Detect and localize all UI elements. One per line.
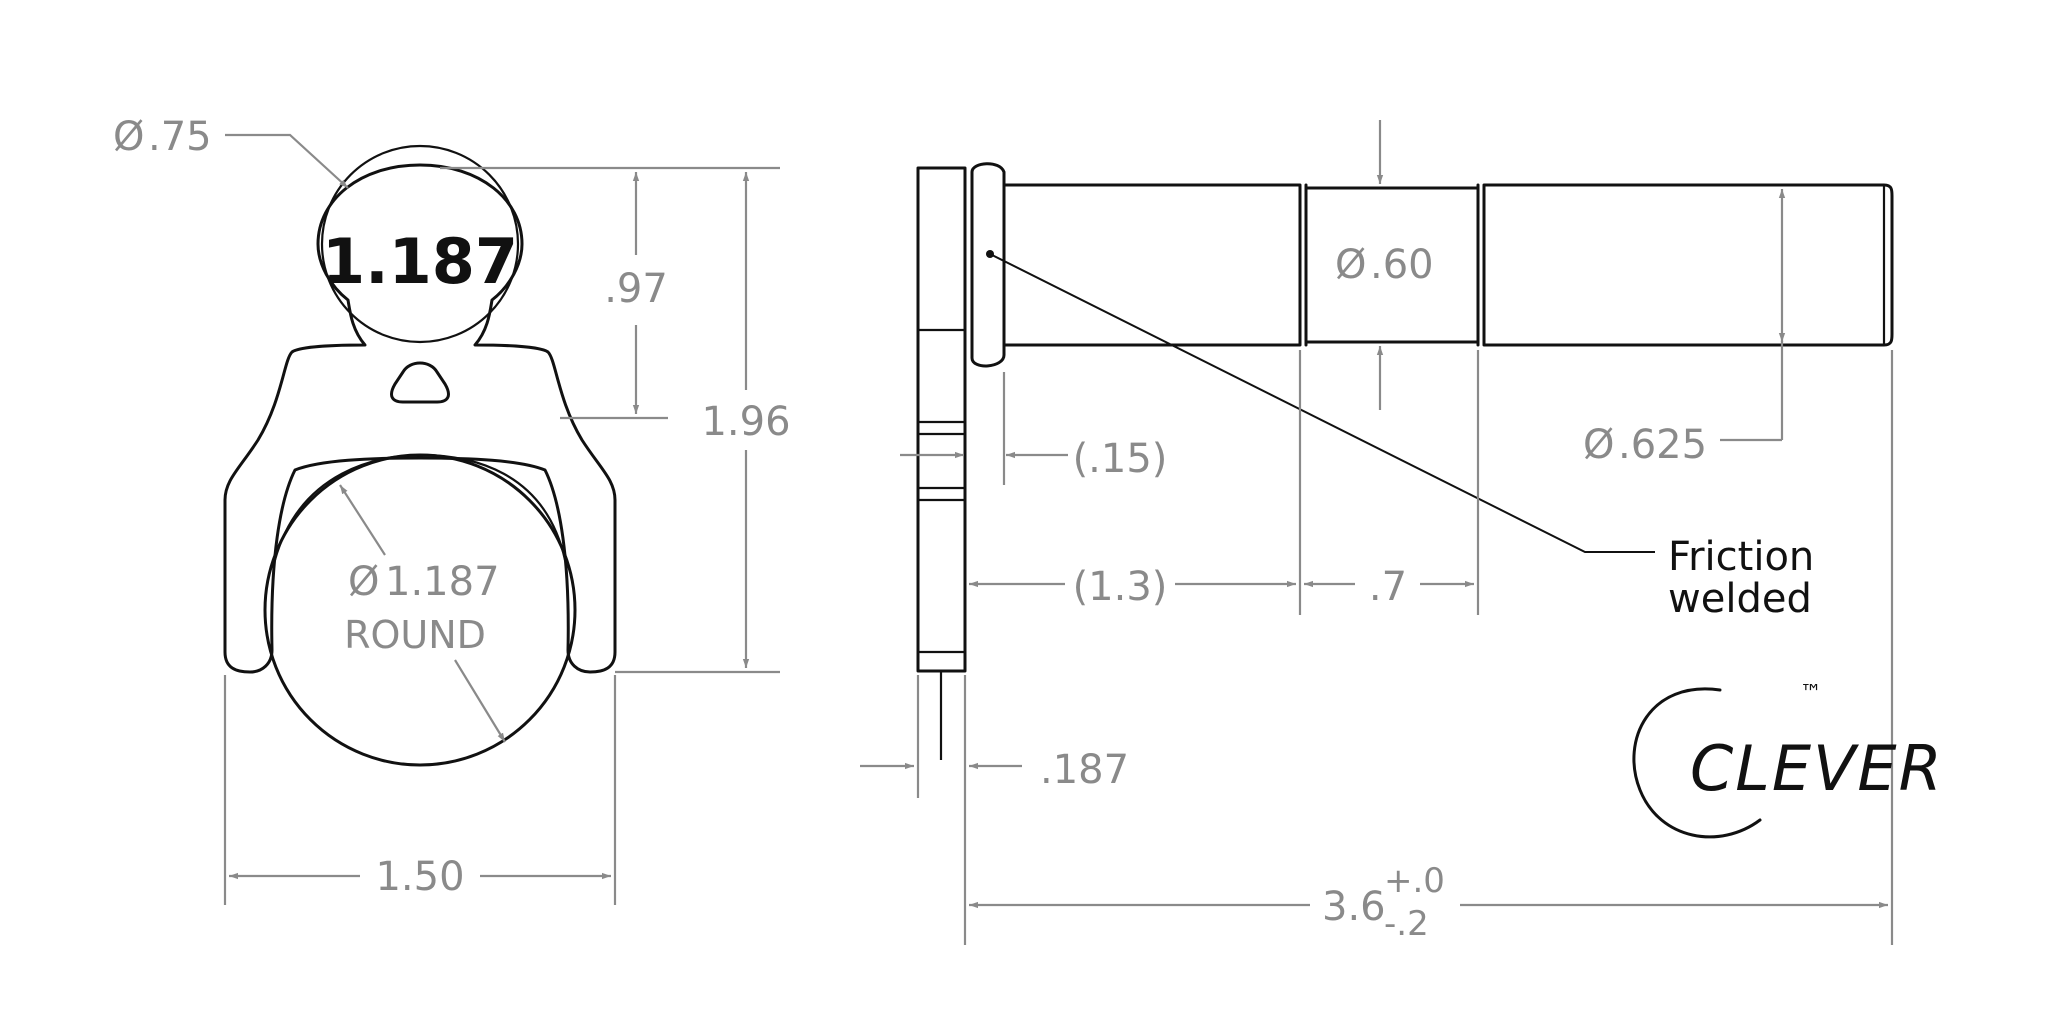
first-length-dim: (1.3): [969, 564, 1296, 610]
clever-logo: CLEVER ™: [1632, 681, 1944, 839]
svg-text:Ø: Ø: [113, 114, 144, 160]
svg-text:.7: .7: [1369, 564, 1407, 610]
svg-text:.60: .60: [1370, 242, 1434, 288]
svg-text:-.2: -.2: [1384, 904, 1429, 944]
svg-text:1.50: 1.50: [375, 854, 464, 900]
svg-text:.625: .625: [1618, 422, 1707, 468]
svg-text:1.96: 1.96: [701, 399, 790, 445]
svg-text:.97: .97: [604, 266, 668, 312]
friction-welded-callout: Friction welded: [989, 253, 1814, 622]
pin-diameter-large-dim: Ø .625: [1583, 189, 1786, 468]
plate-thickness-dim: .187: [860, 747, 1129, 793]
svg-text:+.0: +.0: [1384, 861, 1445, 901]
pin-groove: [1304, 186, 1480, 344]
overall-length-dim: 3.6 +.0 -.2: [969, 861, 1888, 944]
collar-offset-dim: (.15): [900, 436, 1167, 482]
side-view: Friction welded Ø .60 Ø .625 (.: [860, 120, 1944, 945]
svg-text:3.6: 3.6: [1322, 884, 1386, 930]
round-diameter-dim: Ø 1.187 ROUND: [339, 484, 506, 743]
front-view: 1.187 Ø .75 .97 1.96 Ø 1.187: [113, 114, 791, 905]
svg-text:.75: .75: [148, 114, 212, 160]
svg-text:1.187: 1.187: [385, 559, 500, 605]
round-top-arc: [273, 453, 567, 561]
svg-text:.187: .187: [1040, 747, 1129, 793]
plate: [916, 166, 967, 673]
svg-text:(1.3): (1.3): [1073, 564, 1168, 610]
collar: [970, 162, 1006, 368]
svg-text:Ø: Ø: [1583, 422, 1614, 468]
pin-section-2: [1482, 183, 1894, 347]
svg-text:Friction: Friction: [1668, 534, 1814, 580]
pin-diameter-small-dim: Ø .60: [1335, 120, 1434, 410]
svg-text:CLEVER: CLEVER: [1690, 732, 1944, 805]
svg-text:Ø: Ø: [348, 559, 379, 605]
head-diameter-dim: Ø .75: [113, 114, 349, 189]
overall-height-dim: 1.96: [615, 166, 791, 674]
overall-width-dim: 1.50: [223, 675, 617, 905]
pin-section-1: [1002, 183, 1302, 347]
round-bar: [263, 453, 577, 767]
part-label: 1.187: [322, 225, 518, 298]
svg-text:welded: welded: [1668, 576, 1812, 622]
svg-text:™: ™: [1800, 681, 1822, 706]
groove-length-dim: .7: [1304, 564, 1474, 610]
svg-text:ROUND: ROUND: [344, 613, 486, 657]
head-inner-circle: [320, 144, 520, 344]
slot: [390, 361, 450, 404]
part-outline: [223, 163, 617, 674]
head-height-dim: .97: [440, 166, 668, 420]
svg-text:(.15): (.15): [1073, 436, 1168, 482]
svg-text:Ø: Ø: [1335, 242, 1366, 288]
